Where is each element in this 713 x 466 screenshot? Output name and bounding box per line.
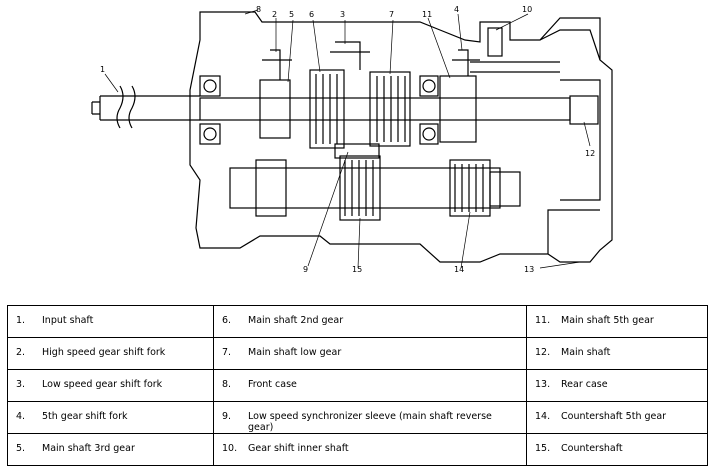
- legend-label: Main shaft: [561, 347, 611, 358]
- rear-case-outline: [539, 29, 601, 254]
- callout-5: 5: [289, 10, 294, 19]
- low-speed-synchronizer-sleeve: [334, 143, 380, 159]
- 5th-gear-shift-fork: [452, 49, 480, 76]
- countershaft: [229, 167, 501, 209]
- legend-label: Front case: [248, 379, 297, 390]
- callout-2: 2: [272, 10, 277, 19]
- high-speed-shift-fork: [262, 49, 292, 80]
- legend-number: 7.: [222, 347, 232, 358]
- countershaft-rear: [489, 171, 521, 207]
- center-bearing-lower: [419, 123, 439, 145]
- callout-4: 4: [454, 5, 459, 14]
- legend-label: Input shaft: [42, 315, 94, 326]
- legend-number: 14.: [535, 411, 551, 422]
- center-bearing: [419, 75, 439, 97]
- legend-label: Main shaft 2nd gear: [248, 315, 344, 326]
- legend-row: 3. Low speed gear shift fork 8. Front case…: [7, 369, 708, 402]
- input-shaft: [91, 95, 200, 121]
- legend-label: Main shaft 3rd gear: [42, 443, 135, 454]
- legend-number: 15.: [535, 443, 551, 454]
- callout-15: 15: [352, 265, 362, 274]
- low-speed-shift-fork: [330, 41, 370, 70]
- legend-number: 3.: [16, 379, 26, 390]
- main-shaft-5th-gear: [439, 75, 477, 143]
- legend-number: 1.: [16, 315, 26, 326]
- callout-6: 6: [309, 10, 314, 19]
- callout-1: 1: [100, 65, 105, 74]
- main-shaft-low-gear: [369, 71, 411, 147]
- legend-label: Gear shift inner shaft: [248, 443, 349, 454]
- callout-9: 9: [303, 265, 308, 274]
- front-case-outline: [189, 11, 613, 263]
- legend-label: Low speed synchronizer sleeve (main shaf…: [248, 411, 492, 433]
- legend-row: 1. Input shaft 6. Main shaft 2nd gear 11. M…: [7, 305, 708, 338]
- front-bearing: [199, 75, 221, 97]
- legend-label: Low speed gear shift fork: [42, 379, 163, 390]
- shaft-break-lines: [116, 85, 136, 129]
- legend-number: 9.: [222, 411, 232, 422]
- legend-number: 2.: [16, 347, 26, 358]
- main-shaft: [199, 97, 571, 121]
- main-shaft-rear: [569, 95, 599, 125]
- callout-12: 12: [585, 149, 595, 158]
- legend-label: Countershaft: [561, 443, 623, 454]
- legend-label: Rear case: [561, 379, 608, 390]
- countershaft-gear-b: [339, 155, 381, 221]
- legend-label: Countershaft 5th gear: [561, 411, 667, 422]
- main-shaft-3rd-gear: [259, 79, 291, 139]
- legend-row: 5. Main shaft 3rd gear 10. Gear shift inne…: [7, 433, 708, 466]
- legend-label: 5th gear shift fork: [42, 411, 128, 422]
- callout-7: 7: [389, 10, 394, 19]
- main-shaft-2nd-gear: [309, 69, 345, 149]
- callout-13: 13: [524, 265, 534, 274]
- countershaft-gear-a: [255, 159, 287, 217]
- callout-11: 11: [422, 10, 432, 19]
- parts-legend-table: 1. Input shaft 6. Main shaft 2nd gear 11. M…: [7, 305, 708, 466]
- legend-label: Main shaft low gear: [248, 347, 342, 358]
- callout-14: 14: [454, 265, 464, 274]
- legend-number: 4.: [16, 411, 26, 422]
- legend-number: 8.: [222, 379, 232, 390]
- gear-shift-inner-shaft: [487, 27, 503, 57]
- front-bearing-lower: [199, 123, 221, 145]
- legend-number: 5.: [16, 443, 26, 454]
- legend-row: 4. 5th gear shift fork 9. Low speed synchr…: [7, 401, 708, 434]
- legend-number: 6.: [222, 315, 232, 326]
- legend-row: 2. High speed gear shift fork 7. Main shaf…: [7, 337, 708, 370]
- legend-number: 13.: [535, 379, 551, 390]
- callout-3: 3: [340, 10, 345, 19]
- legend-number: 10.: [222, 443, 238, 454]
- transmission-cross-section-diagram: 1 2 3 4 5 6 7 8 9 10 11 12 13 14 15: [91, 5, 613, 274]
- callout-8: 8: [256, 5, 261, 14]
- legend-number: 12.: [535, 347, 551, 358]
- legend-label: High speed gear shift fork: [42, 347, 166, 358]
- legend-number: 11.: [535, 315, 551, 326]
- legend-label: Main shaft 5th gear: [561, 315, 654, 326]
- callout-10: 10: [522, 5, 532, 14]
